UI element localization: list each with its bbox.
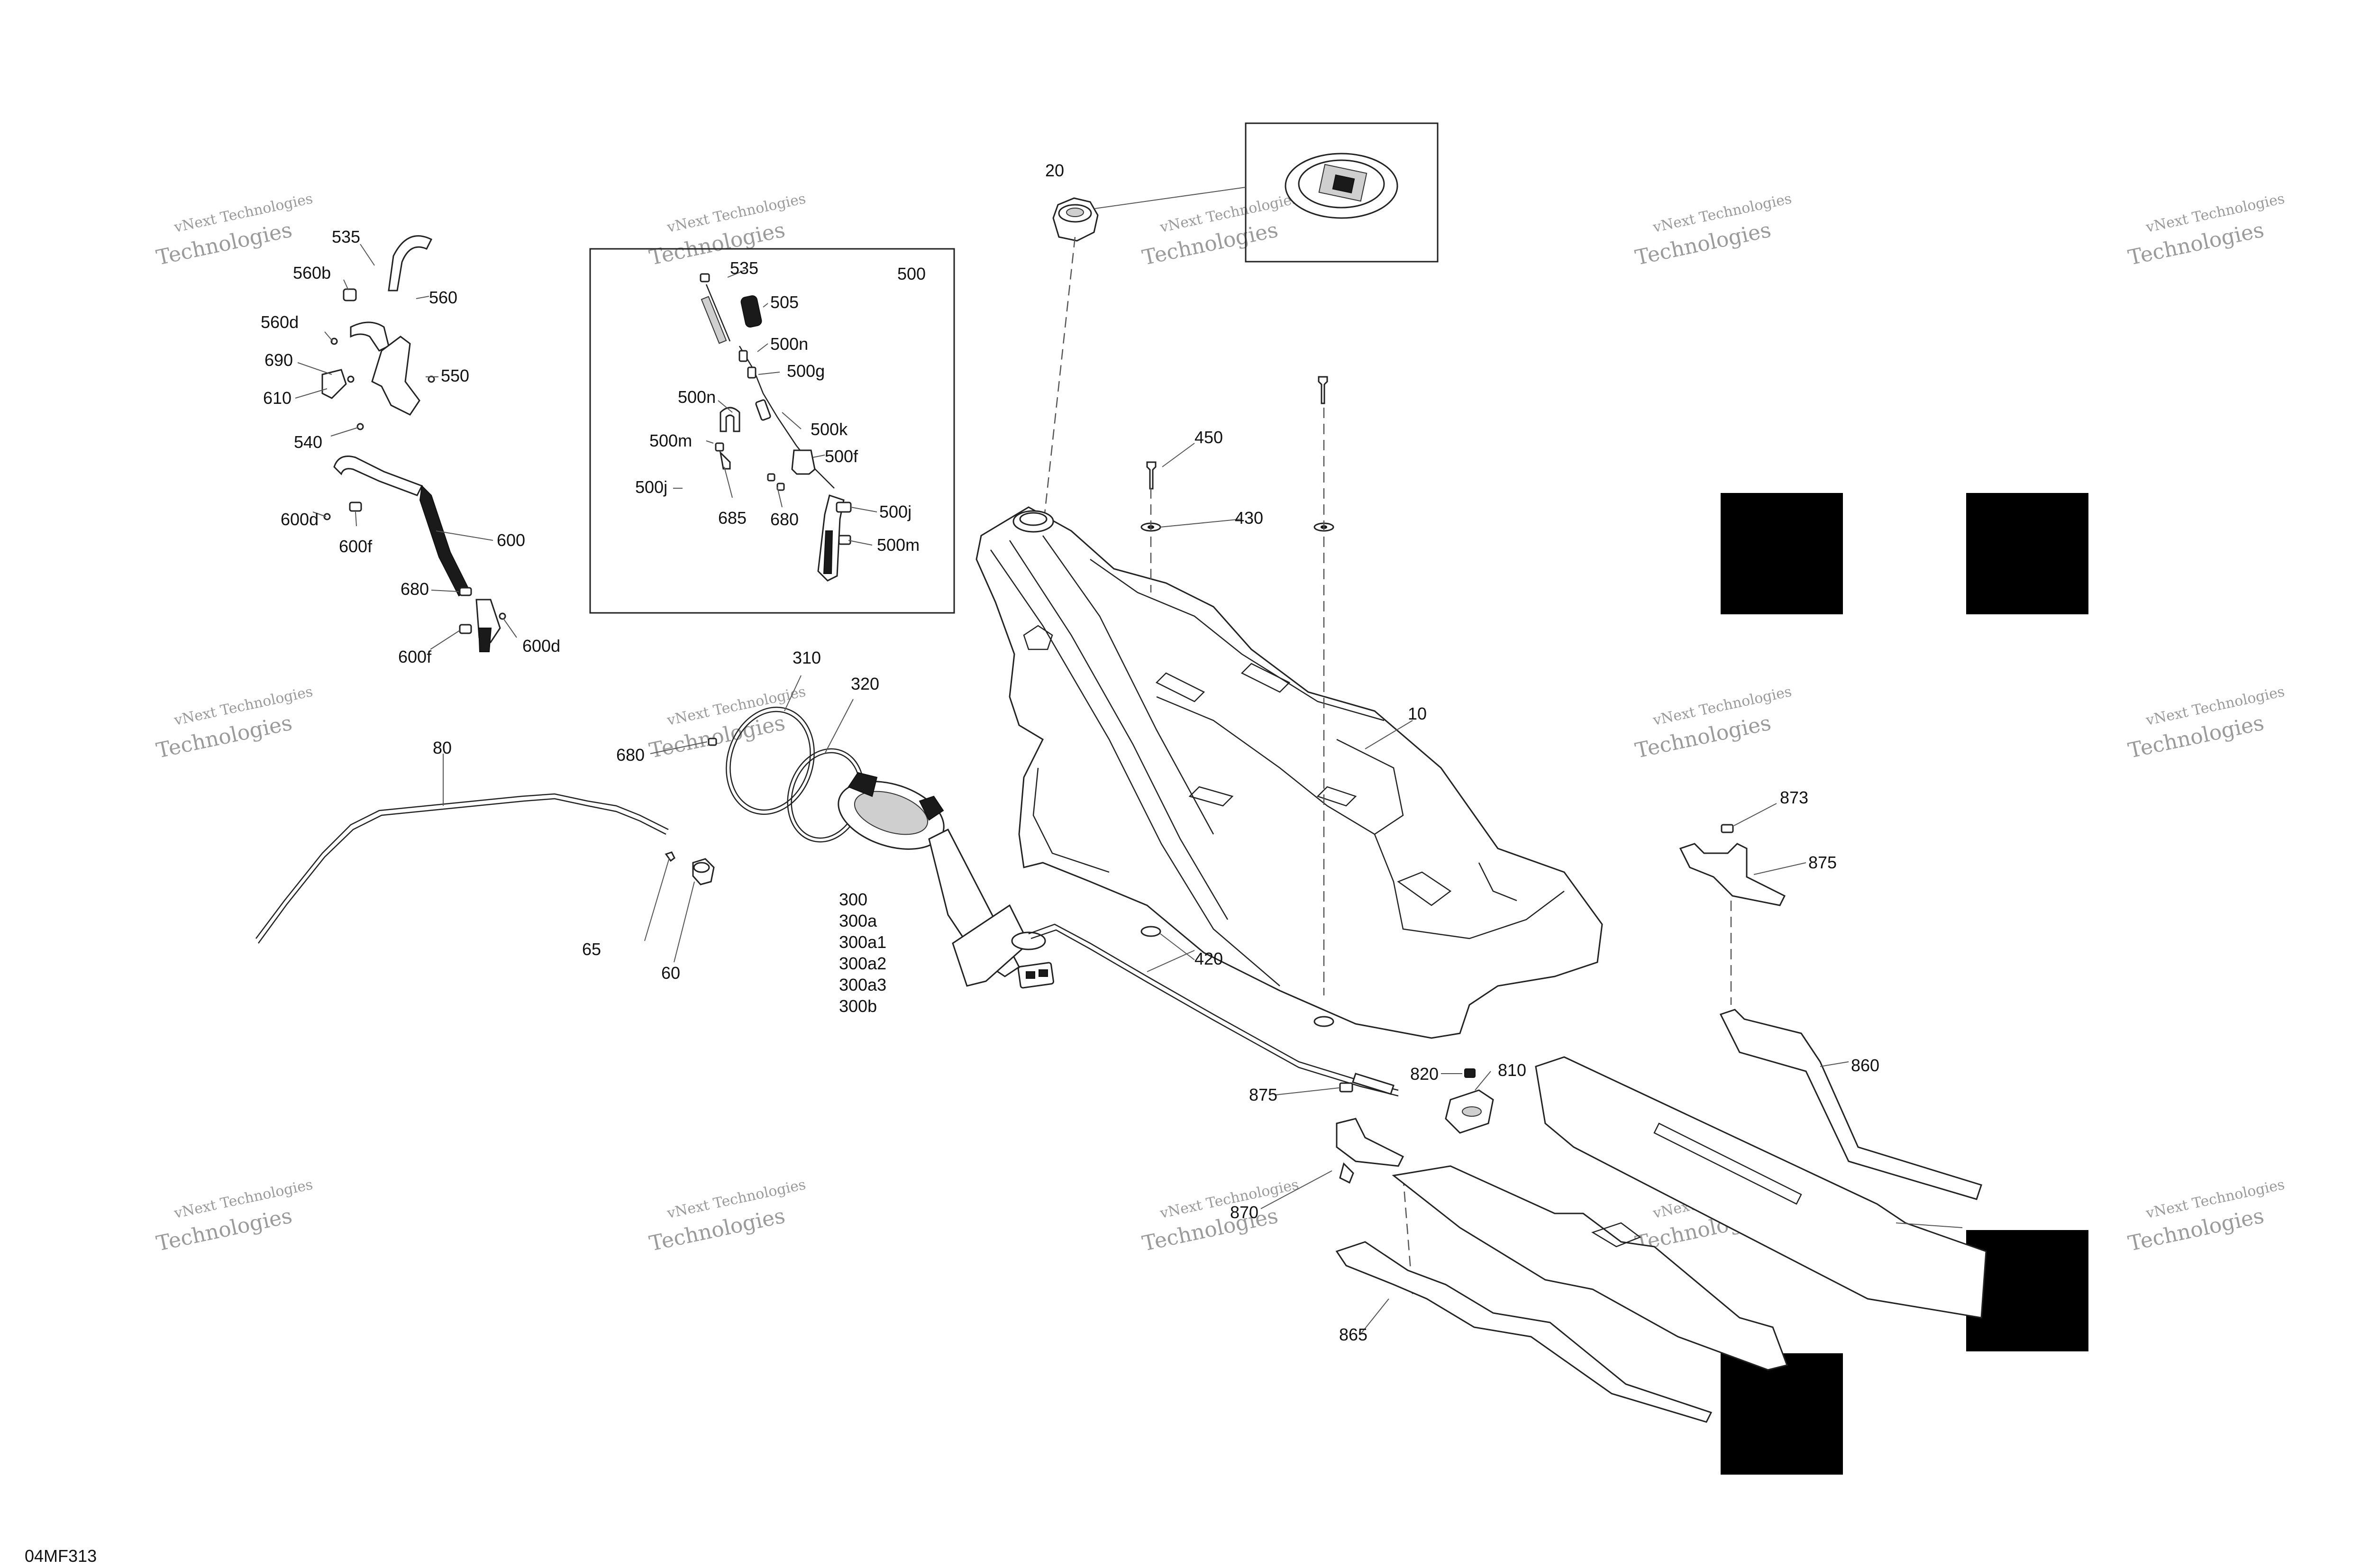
fuel-tank bbox=[975, 506, 1603, 1039]
callout-300a2: 300a2 bbox=[839, 954, 886, 973]
callout-80: 80 bbox=[433, 738, 452, 757]
watermark: vNext Technologies Technologies bbox=[2126, 191, 2286, 270]
lower-brackets bbox=[1260, 1068, 1494, 1295]
redaction-box bbox=[1721, 493, 1843, 614]
fuel-pump-assembly bbox=[838, 772, 1399, 1097]
fuel-cap-detail-frame bbox=[1245, 122, 1439, 263]
callout-20: 20 bbox=[1045, 161, 1064, 180]
fuel-cap-detail-drawing bbox=[1285, 153, 1398, 219]
callout-500n-top: 500n bbox=[770, 334, 808, 354]
watermark: vNext Technologies Technologies bbox=[1633, 191, 1793, 270]
callout-560: 560 bbox=[429, 288, 457, 307]
callout-535: 535 bbox=[332, 227, 360, 246]
redaction-boxes bbox=[1721, 493, 2088, 1475]
callout-300a3: 300a3 bbox=[839, 975, 886, 994]
callout-600d-bottom: 600d bbox=[522, 636, 560, 656]
callout-610: 610 bbox=[263, 388, 292, 408]
callout-875-right: 875 bbox=[1808, 853, 1837, 872]
callout-535-inset: 535 bbox=[730, 258, 758, 278]
callout-500m-right: 500m bbox=[877, 535, 920, 555]
callout-300a1: 300a1 bbox=[839, 932, 886, 952]
callout-500m-left: 500m bbox=[649, 431, 692, 450]
callout-860: 860 bbox=[1851, 1056, 1879, 1075]
inset-500-drawing bbox=[673, 270, 877, 582]
callout-430: 430 bbox=[1235, 508, 1263, 528]
callout-300: 300 bbox=[839, 890, 867, 909]
fuel-line-80 bbox=[255, 754, 715, 963]
redaction-box bbox=[1966, 1230, 2088, 1351]
vent-hose-assembly bbox=[295, 235, 517, 652]
callout-690: 690 bbox=[264, 350, 293, 370]
pump-seal-rings bbox=[650, 675, 865, 843]
watermark: vNext Technologies Technologies bbox=[154, 1176, 314, 1256]
tank-bolts-washers bbox=[1140, 376, 1334, 1027]
watermark: vNext Technologies Technologies bbox=[1633, 684, 1793, 763]
callout-870: 870 bbox=[1230, 1203, 1258, 1222]
callout-505: 505 bbox=[770, 292, 799, 312]
callout-865: 865 bbox=[1339, 1325, 1367, 1344]
callout-500n-mid: 500n bbox=[678, 387, 716, 407]
callout-labels: 10 20 60 65 80 300 300a 300a1 300a2 300a… bbox=[261, 161, 1879, 1344]
watermark: vNext Technologies Technologies bbox=[1140, 191, 1300, 270]
callout-680-ring: 680 bbox=[616, 745, 645, 765]
fuel-cap bbox=[1042, 187, 1246, 531]
callout-873: 873 bbox=[1780, 788, 1808, 807]
callout-500j-right: 500j bbox=[879, 502, 912, 521]
right-brackets bbox=[1679, 803, 1982, 1200]
callout-600d-top: 600d bbox=[281, 510, 319, 529]
callout-810: 810 bbox=[1498, 1060, 1526, 1080]
callout-500j-left: 500j bbox=[635, 477, 667, 497]
callout-500k: 500k bbox=[811, 419, 848, 439]
callout-10: 10 bbox=[1408, 704, 1427, 723]
watermark: vNext Technologies Technologies bbox=[154, 191, 314, 270]
callout-450: 450 bbox=[1194, 428, 1223, 447]
watermark: vNext Technologies Technologies bbox=[2126, 1176, 2286, 1256]
callout-560b: 560b bbox=[293, 263, 331, 283]
callout-60: 60 bbox=[661, 963, 680, 983]
callout-300b: 300b bbox=[839, 996, 877, 1016]
callout-420: 420 bbox=[1194, 949, 1223, 968]
callout-685: 685 bbox=[718, 508, 747, 528]
watermark: vNext Technologies Technologies bbox=[2126, 684, 2286, 763]
watermark: vNext Technologies Technologies bbox=[647, 191, 807, 270]
callout-540: 540 bbox=[294, 432, 322, 452]
callout-550: 550 bbox=[441, 366, 469, 385]
callout-300a: 300a bbox=[839, 911, 877, 930]
redaction-box bbox=[1966, 493, 2088, 614]
callout-500: 500 bbox=[897, 264, 926, 283]
callout-680-hose: 680 bbox=[401, 579, 429, 599]
callout-500g: 500g bbox=[787, 361, 825, 381]
watermark: vNext Technologies Technologies bbox=[647, 1176, 807, 1256]
callout-680-inset: 680 bbox=[770, 510, 799, 529]
callout-65: 65 bbox=[582, 939, 601, 959]
callout-310: 310 bbox=[793, 648, 821, 667]
watermark: vNext Technologies Technologies bbox=[1140, 1176, 1300, 1256]
callout-320: 320 bbox=[851, 674, 879, 693]
skid-plates bbox=[1335, 1056, 1987, 1423]
callout-600: 600 bbox=[497, 530, 525, 550]
figure-code: 04MF313 bbox=[25, 1546, 97, 1566]
callout-560d: 560d bbox=[261, 312, 299, 332]
callout-820: 820 bbox=[1410, 1064, 1439, 1084]
watermark: vNext Technologies Technologies bbox=[154, 684, 314, 763]
redaction-box bbox=[1721, 1353, 1843, 1475]
inset-500-frame bbox=[589, 248, 955, 614]
callout-600f-top: 600f bbox=[339, 537, 373, 556]
watermark: vNext Technologies Technologies bbox=[647, 684, 807, 763]
callout-500f: 500f bbox=[825, 447, 858, 466]
callout-600f-bottom: 600f bbox=[398, 647, 432, 666]
callout-875-bottom: 875 bbox=[1249, 1085, 1277, 1104]
